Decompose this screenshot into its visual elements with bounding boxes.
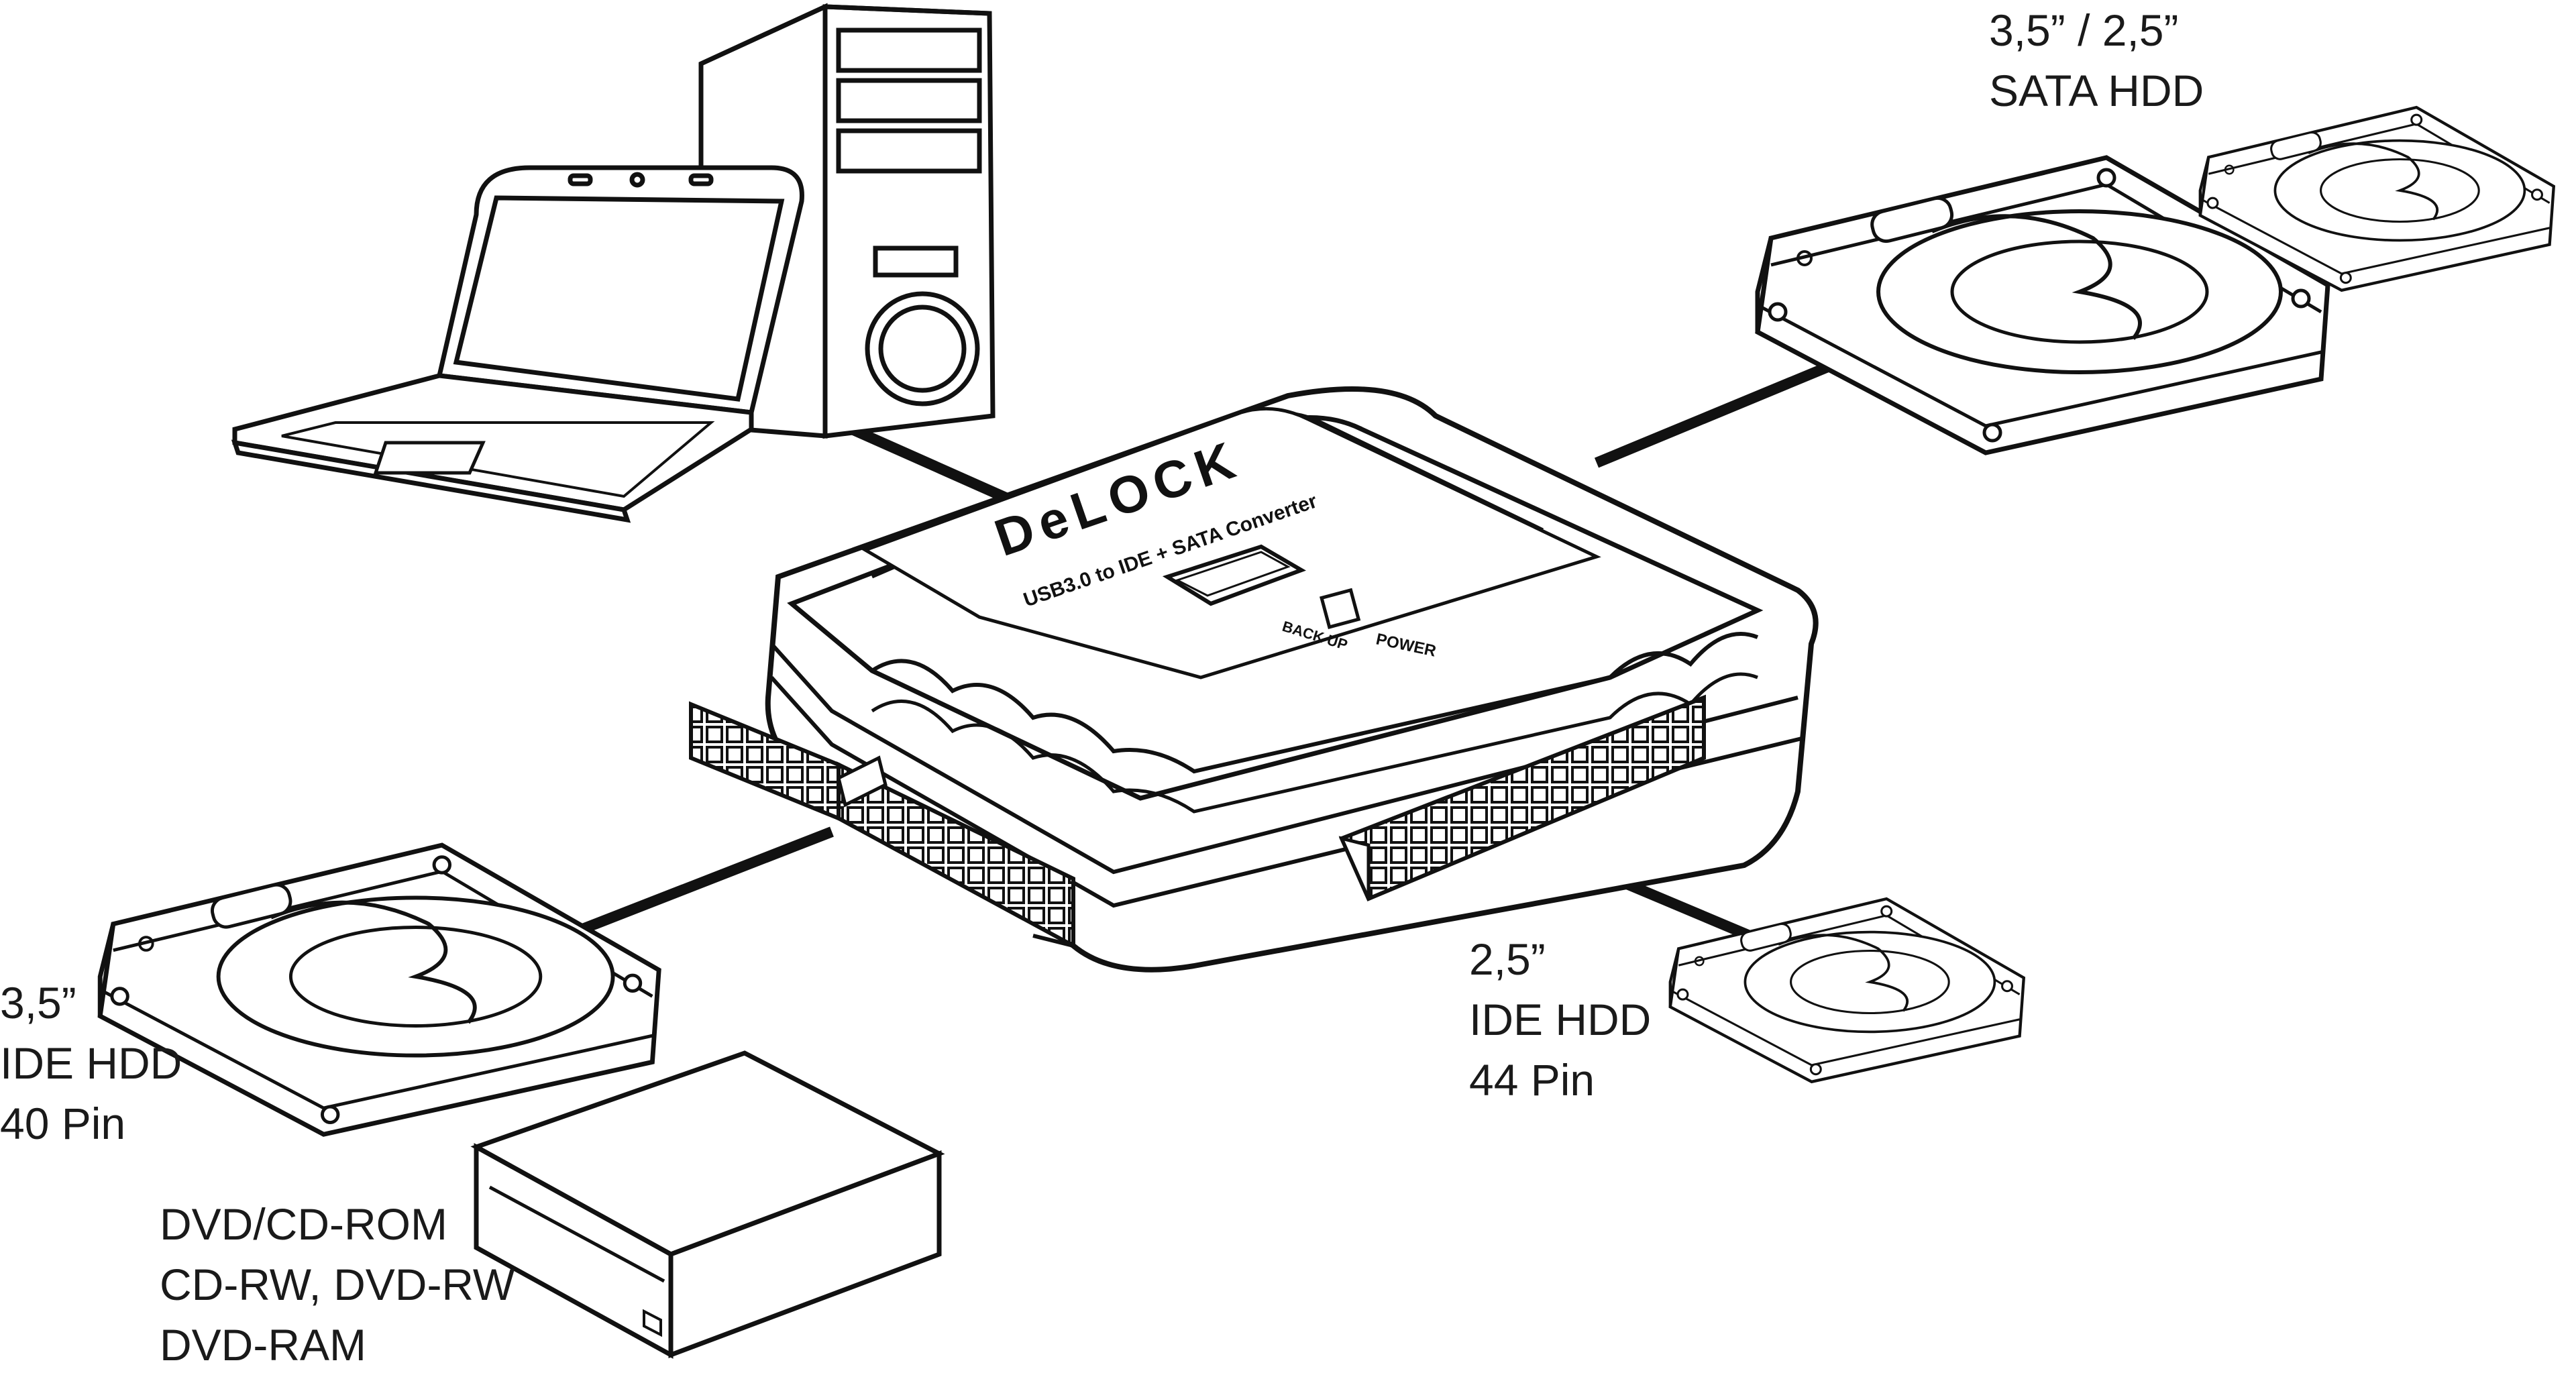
label-ide-35-pins: 40 Pin xyxy=(0,1099,126,1148)
label-ide-35-type: IDE HDD xyxy=(0,1038,182,1088)
label-optical-line1: DVD/CD-ROM xyxy=(160,1199,447,1249)
cable-ide-35 xyxy=(555,826,834,944)
label-sata-hdd-size: 3,5” / 2,5” xyxy=(1989,5,2179,55)
label-ide-25-pins: 44 Pin xyxy=(1469,1055,1595,1105)
label-ide-25-size: 2,5” xyxy=(1469,934,1546,984)
optical-drive-icon xyxy=(470,1050,945,1359)
label-ide-35-size: 3,5” xyxy=(0,978,76,1028)
label-sata-hdd-type: SATA HDD xyxy=(1989,66,2204,115)
label-ide-hdd-35: 3,5” IDE HDD 40 Pin xyxy=(0,973,182,1154)
label-optical-drive: DVD/CD-ROM CD-RW, DVD-RW DVD-RAM xyxy=(160,1194,515,1375)
ide-hdd-35-icon xyxy=(100,845,659,1134)
label-optical-line3: DVD-RAM xyxy=(160,1320,366,1370)
label-optical-line2: CD-RW, DVD-RW xyxy=(160,1260,515,1309)
label-ide-hdd-25: 2,5” IDE HDD 44 Pin xyxy=(1469,929,1651,1110)
label-sata-hdd: 3,5” / 2,5” SATA HDD xyxy=(1989,0,2204,121)
laptop-icon xyxy=(231,165,804,523)
label-ide-25-type: IDE HDD xyxy=(1469,995,1652,1044)
converter-device: DeLOCK USB3.0 to IDE + SATA Converter BA… xyxy=(689,386,1819,973)
